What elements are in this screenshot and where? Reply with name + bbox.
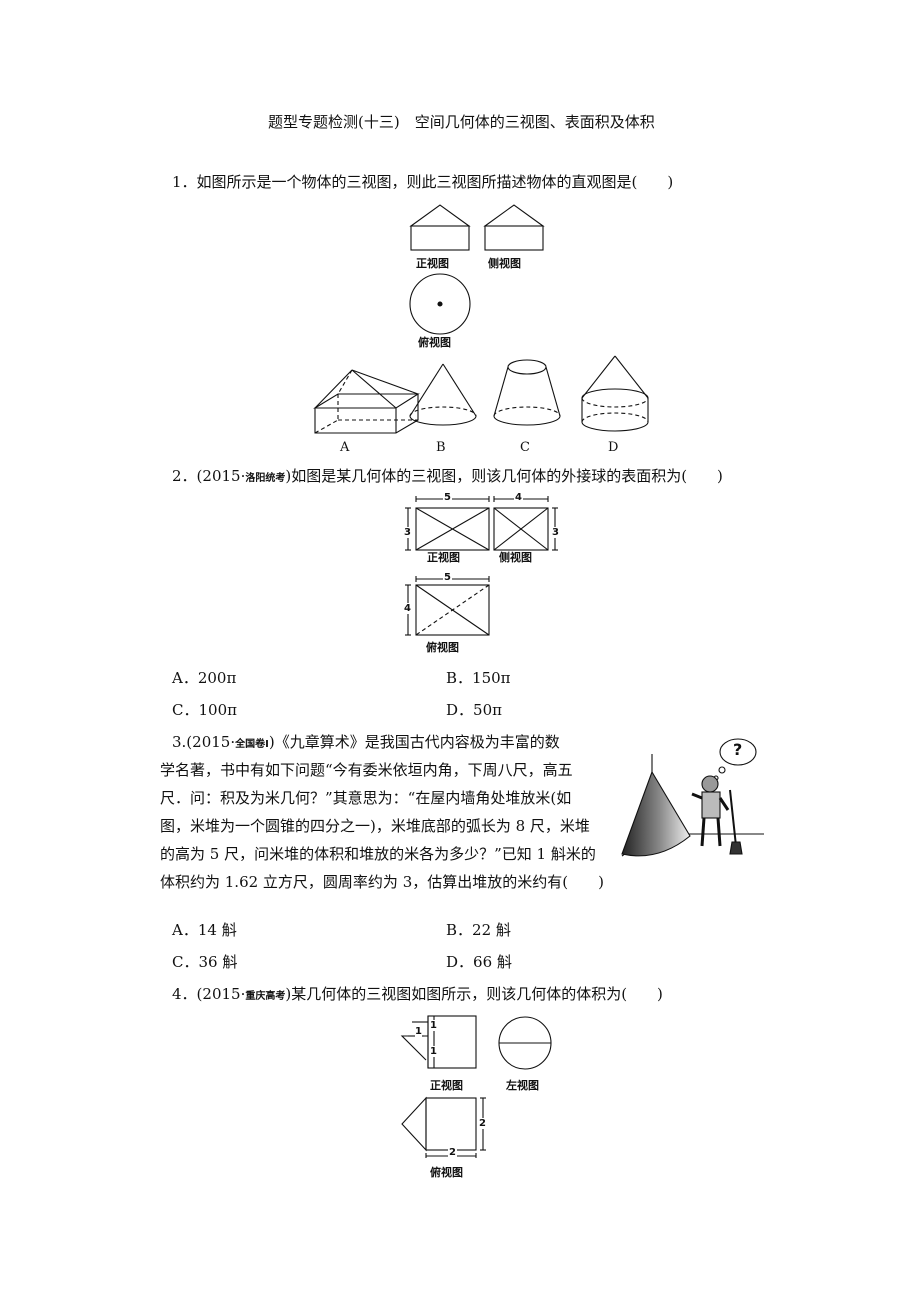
q3-option-a[interactable]: A．14 斛 <box>172 921 237 939</box>
q3-option-c[interactable]: C．36 斛 <box>172 953 238 971</box>
q1-front-view <box>409 204 471 251</box>
q2-side-view-label: 侧视图 <box>499 551 532 564</box>
q1-top-view-label: 俯视图 <box>418 336 451 349</box>
q4-front-view-label: 正视图 <box>430 1079 463 1092</box>
q1-side-view-label: 侧视图 <box>488 257 521 270</box>
q2-front-view-label: 正视图 <box>427 551 460 564</box>
q3-question-mark: ? <box>733 740 743 759</box>
q2-front-dim-width: 5 <box>443 492 452 503</box>
q4-stem: 4．(2015·重庆高考)某几何体的三视图如图所示，则该几何体的体积为( ) <box>172 984 663 1007</box>
q2-option-a[interactable]: A．200π <box>172 669 237 687</box>
q1-option-c-label: C <box>520 440 530 455</box>
q4-left-view <box>498 1016 552 1070</box>
q4-front-dim-mid: 1 <box>430 1020 437 1031</box>
q2-top-view <box>405 576 490 636</box>
q2-top-dim-width: 5 <box>443 572 452 583</box>
q2-side-dim-width: 4 <box>514 492 523 503</box>
q4-stem-body: )某几何体的三视图如图所示，则该几何体的体积为( ) <box>285 985 663 1003</box>
q1-option-a-figure <box>313 369 420 434</box>
q2-option-b[interactable]: B．150π <box>446 669 511 687</box>
q2-side-view <box>493 496 558 551</box>
q3-stem-line-5: 的高为 5 尺，问米堆的体积和堆放的米各为多少？”已知 1 斛米的 <box>160 845 596 863</box>
q3-stem-line-4: 图，米堆为一个圆锥的四分之一)，米堆底部的弧长为 8 尺，米堆 <box>160 817 590 835</box>
q3-stem-line-3: 尺．问：积及为米几何？”其意思为：“在屋内墙角处堆放米(如 <box>160 789 572 807</box>
q1-option-a-label: A <box>340 440 350 455</box>
q2-source: 洛阳统考 <box>245 473 286 484</box>
q2-front-view <box>405 496 490 551</box>
q3-stem-prefix: 3.(2015· <box>172 733 236 751</box>
q2-front-dim-height: 3 <box>404 527 411 538</box>
q2-stem-prefix: 2．(2015· <box>172 467 246 485</box>
q3-stem-line-6: 体积约为 1.62 立方尺，圆周率约为 3，估算出堆放的米约有( ) <box>160 873 604 891</box>
page-title: 题型专题检测(十三) 空间几何体的三视图、表面积及体积 <box>268 113 655 131</box>
q4-stem-prefix: 4．(2015· <box>172 985 246 1003</box>
q4-top-dim-width: 2 <box>448 1147 457 1158</box>
q4-front-dim-low: 1 <box>430 1046 437 1057</box>
q4-front-view <box>400 1015 477 1069</box>
q1-option-d-label: D <box>608 440 619 455</box>
q3-source: 全国卷Ⅰ <box>235 739 269 750</box>
q3-stem-line-2: 学名著，书中有如下问题“今有委米依垣内角，下周八尺，高五 <box>160 761 573 779</box>
q1-side-view <box>483 204 545 251</box>
q1-option-b-figure <box>409 363 477 426</box>
q2-stem-body: )如图是某几何体的三视图，则该几何体的外接球的表面积为( ) <box>285 467 723 485</box>
q4-source: 重庆高考 <box>245 991 286 1002</box>
q2-top-dim-depth: 4 <box>404 603 411 614</box>
q3-rice-pile-illustration <box>621 738 764 857</box>
q1-top-view <box>409 273 471 335</box>
q1-option-c-figure <box>493 359 561 426</box>
q4-left-view-label: 左视图 <box>506 1079 539 1092</box>
q2-top-view-label: 俯视图 <box>426 641 459 654</box>
q2-stem: 2．(2015·洛阳统考)如图是某几何体的三视图，则该几何体的外接球的表面积为(… <box>172 466 723 489</box>
q1-option-b-label: B <box>436 440 446 455</box>
q2-option-c[interactable]: C．100π <box>172 701 237 719</box>
q3-option-d[interactable]: D．66 斛 <box>446 953 512 971</box>
q4-top-dim-depth: 2 <box>479 1118 486 1129</box>
q4-front-dim-top: 1 <box>415 1026 422 1037</box>
q3-stem-body: )《九章算术》是我国古代内容极为丰富的数 <box>268 733 560 751</box>
q4-top-view-label: 俯视图 <box>430 1166 463 1179</box>
q2-option-d[interactable]: D．50π <box>446 701 502 719</box>
q1-stem: 1．如图所示是一个物体的三视图，则此三视图所描述物体的直观图是( ) <box>172 173 674 191</box>
q1-option-d-figure <box>581 355 649 432</box>
q3-stem-line-1: 3.(2015·全国卷Ⅰ)《九章算术》是我国古代内容极为丰富的数 <box>172 732 560 755</box>
q2-side-dim-height: 3 <box>552 527 559 538</box>
q1-front-view-label: 正视图 <box>416 257 449 270</box>
q3-option-b[interactable]: B．22 斛 <box>446 921 511 939</box>
